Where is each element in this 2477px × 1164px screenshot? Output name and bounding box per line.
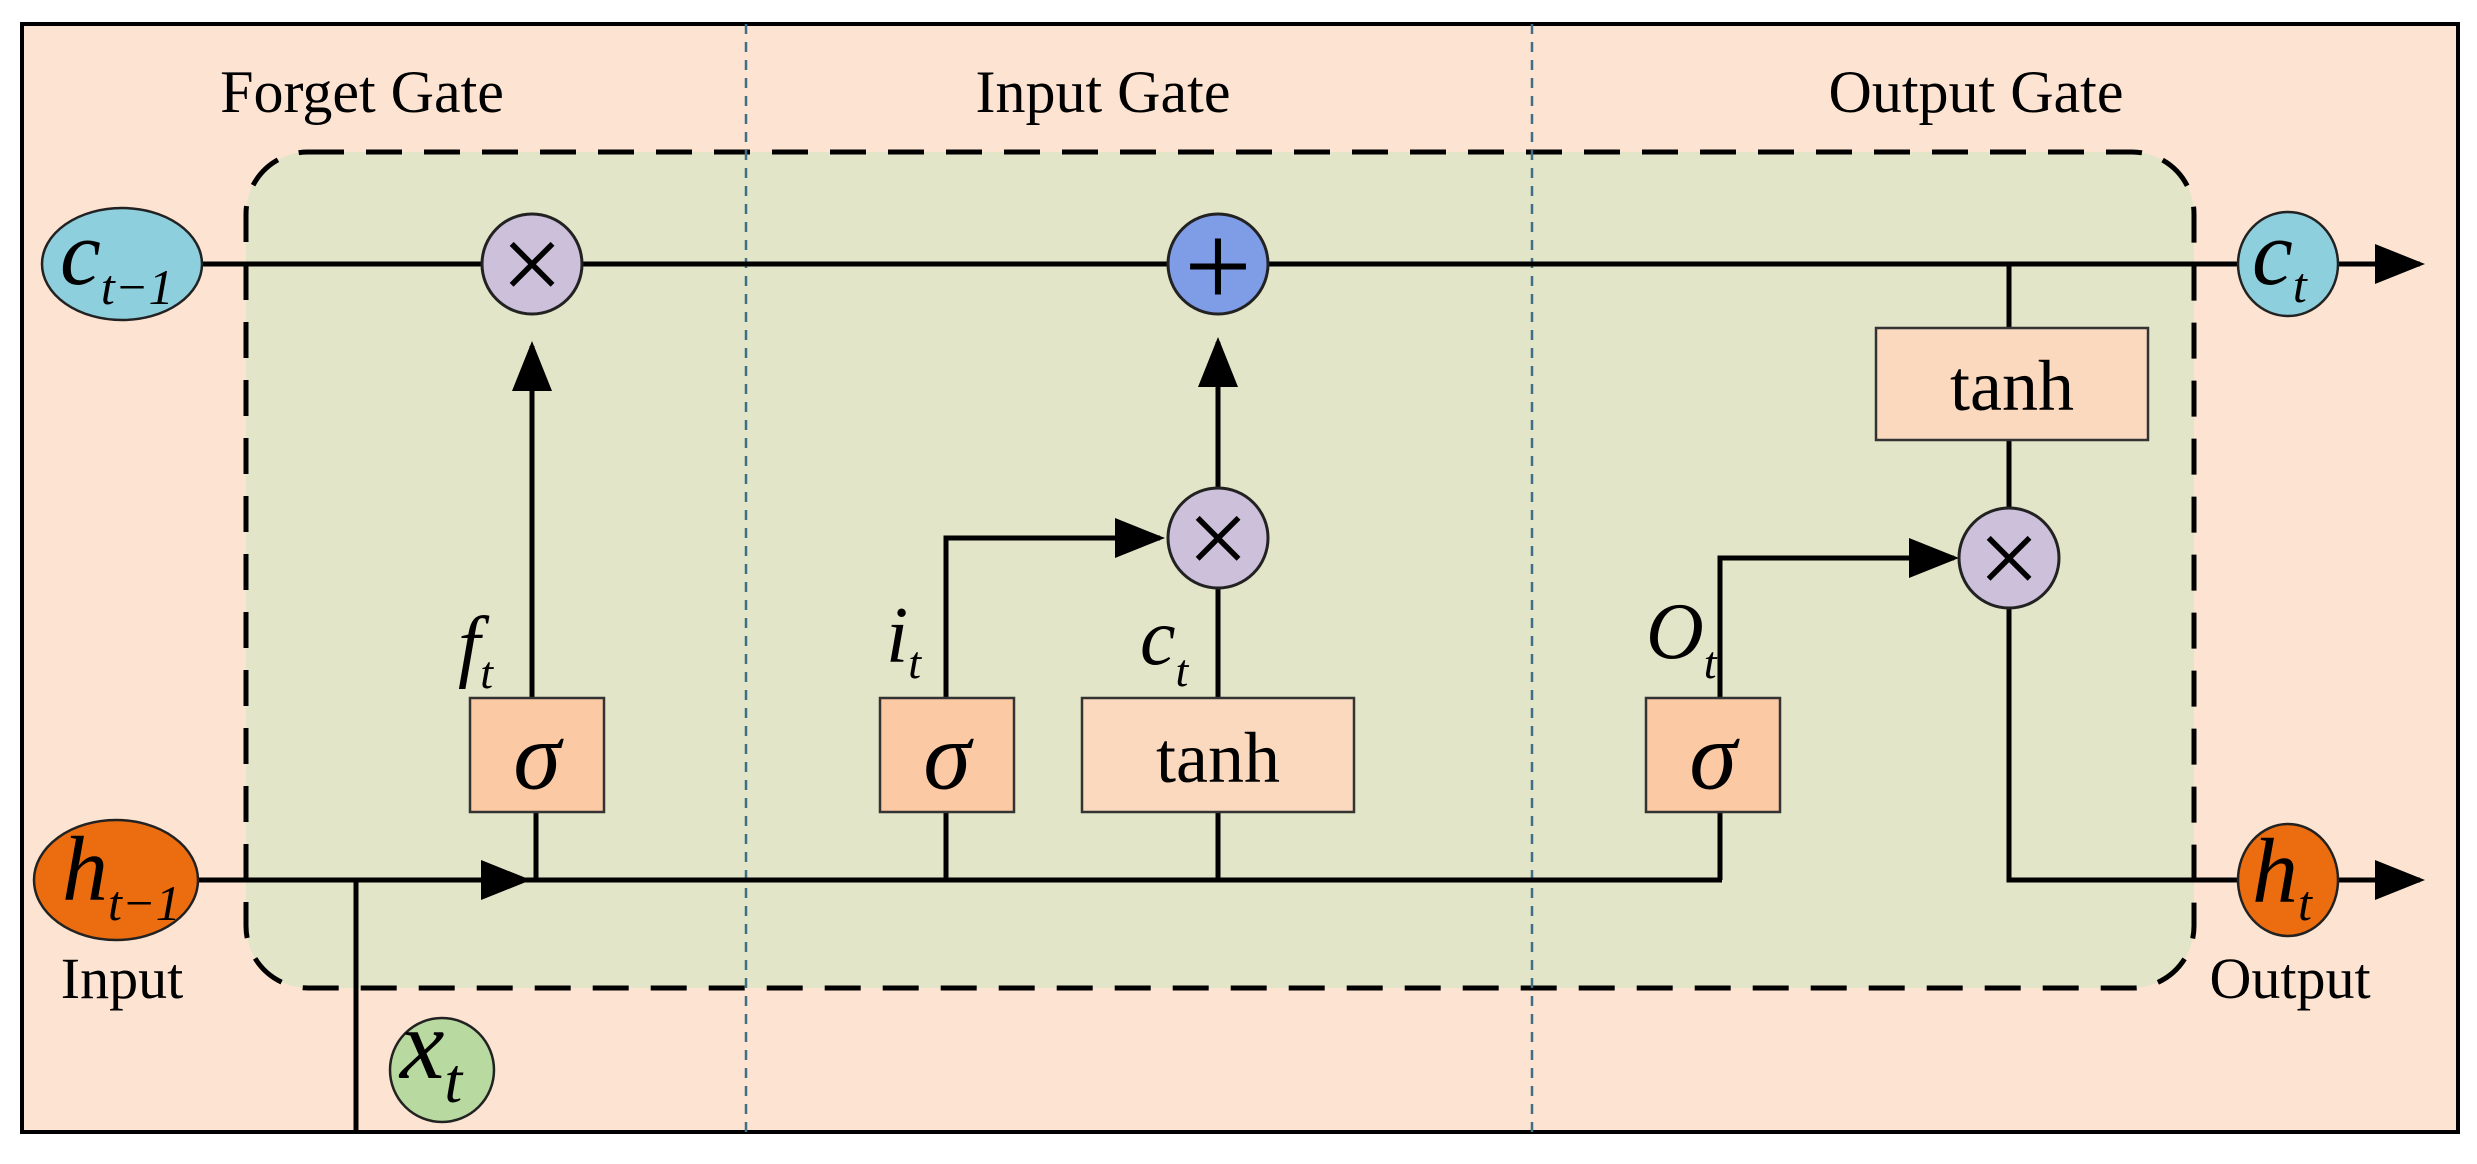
- label-base: c: [1140, 594, 1176, 682]
- node-label: ct: [2252, 202, 2308, 313]
- c-prev-node: ct−1: [40, 202, 204, 322]
- node-sub: t−1: [101, 259, 174, 315]
- node-label: xt: [398, 989, 464, 1116]
- node-label: ht: [2252, 820, 2313, 931]
- tanh-text: tanh: [1950, 346, 2074, 426]
- add-icon: +: [1184, 200, 1252, 333]
- input-gate-title: Input Gate: [976, 59, 1231, 125]
- sigma-box-rect: [468, 696, 606, 814]
- sigma-symbol: σ: [513, 703, 564, 810]
- node-sub: t−1: [108, 875, 181, 931]
- input-multiply-node: ×: [1166, 477, 1270, 599]
- node-sub: t: [2298, 875, 2313, 931]
- node-ellipse: [2236, 822, 2340, 938]
- tanh-box-rect: [1874, 326, 2150, 442]
- multiply-to-hidden: [2006, 608, 2242, 883]
- label-sub: t: [908, 637, 922, 688]
- input-arrow: [943, 518, 1165, 698]
- label-base: O: [1646, 588, 1704, 676]
- output-sigma-box: σ: [1644, 696, 1782, 814]
- label-i-t: it: [886, 592, 922, 688]
- output-label: Output: [2209, 946, 2370, 1011]
- multiply-icon: ×: [1187, 477, 1249, 599]
- node-base: h: [2252, 820, 2298, 922]
- input-sigma-box: σ: [878, 696, 1016, 814]
- multiply-circle: [1957, 506, 2061, 610]
- h-t-node: ht: [2236, 820, 2340, 938]
- label-o-t: Ot: [1646, 588, 1718, 688]
- node-ellipse: [32, 818, 200, 942]
- node-label: ct−1: [60, 202, 173, 315]
- multiply-icon: ×: [501, 203, 563, 325]
- output-arrow: [1717, 538, 1959, 698]
- c-t-node: ct: [2236, 202, 2340, 318]
- node-sub: t: [2293, 257, 2308, 313]
- label-sub: t: [1176, 645, 1190, 696]
- multiply-icon: ×: [1978, 497, 2040, 619]
- multiply-circle: [1166, 486, 1270, 590]
- node-ellipse: [40, 206, 204, 322]
- output-gate-title: Output Gate: [1829, 59, 2124, 125]
- label-f-t: ft: [458, 602, 494, 698]
- label-c-tilde: ct: [1140, 594, 1190, 696]
- label-sub: t: [480, 647, 494, 698]
- node-base: h: [62, 818, 108, 920]
- forget-gate-title: Forget Gate: [220, 59, 504, 125]
- label-sub: t: [1704, 637, 1718, 688]
- h-prev-node: ht−1: [32, 818, 200, 942]
- sigma-symbol: σ: [1689, 703, 1740, 810]
- node-base: c: [60, 202, 101, 304]
- forget-sigma-box: σ: [468, 696, 606, 814]
- add-circle: [1166, 212, 1270, 316]
- node-sub: t: [444, 1045, 464, 1116]
- input-tanh-box: tanh: [1080, 696, 1356, 814]
- cell-add-node: +: [1166, 200, 1270, 333]
- output-multiply-node: ×: [1957, 497, 2061, 619]
- x-t-node: xt: [388, 989, 496, 1124]
- tanh-box-rect: [1080, 696, 1356, 814]
- tanh-text: tanh: [1156, 718, 1280, 798]
- node-label: ht−1: [62, 818, 181, 931]
- input-label: Input: [61, 946, 183, 1011]
- output-tanh-box: tanh: [1874, 326, 2150, 442]
- sigma-box-rect: [1644, 696, 1782, 814]
- node-ellipse: [388, 1016, 496, 1124]
- sigma-symbol: σ: [923, 703, 974, 810]
- node-base: x: [398, 989, 444, 1100]
- multiply-circle: [480, 212, 584, 316]
- forget-multiply-node: ×: [480, 203, 584, 325]
- node-base: c: [2252, 202, 2293, 304]
- label-base: i: [886, 592, 908, 680]
- node-ellipse: [2236, 210, 2340, 318]
- sigma-box-rect: [878, 696, 1016, 814]
